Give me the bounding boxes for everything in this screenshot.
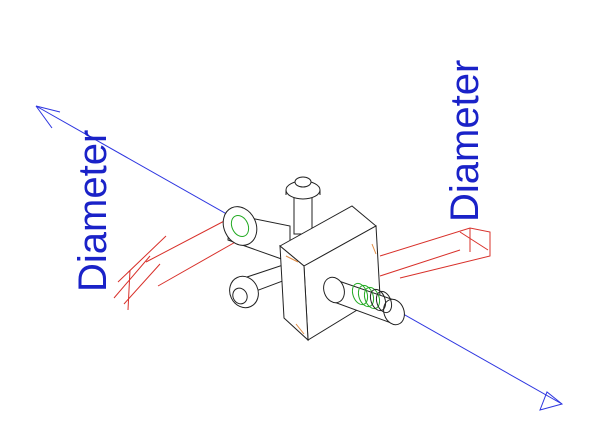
main-block (279, 205, 381, 342)
dimension-label-right: Diameter (443, 60, 487, 222)
threaded-shaft (323, 276, 405, 326)
dimension-label-left: Diameter (71, 130, 115, 292)
dimension-lines-left (113, 217, 247, 311)
left-cylinder (222, 206, 291, 263)
thread-highlight (351, 282, 393, 314)
dimension-lines-right (379, 227, 491, 279)
top-post (285, 176, 321, 235)
